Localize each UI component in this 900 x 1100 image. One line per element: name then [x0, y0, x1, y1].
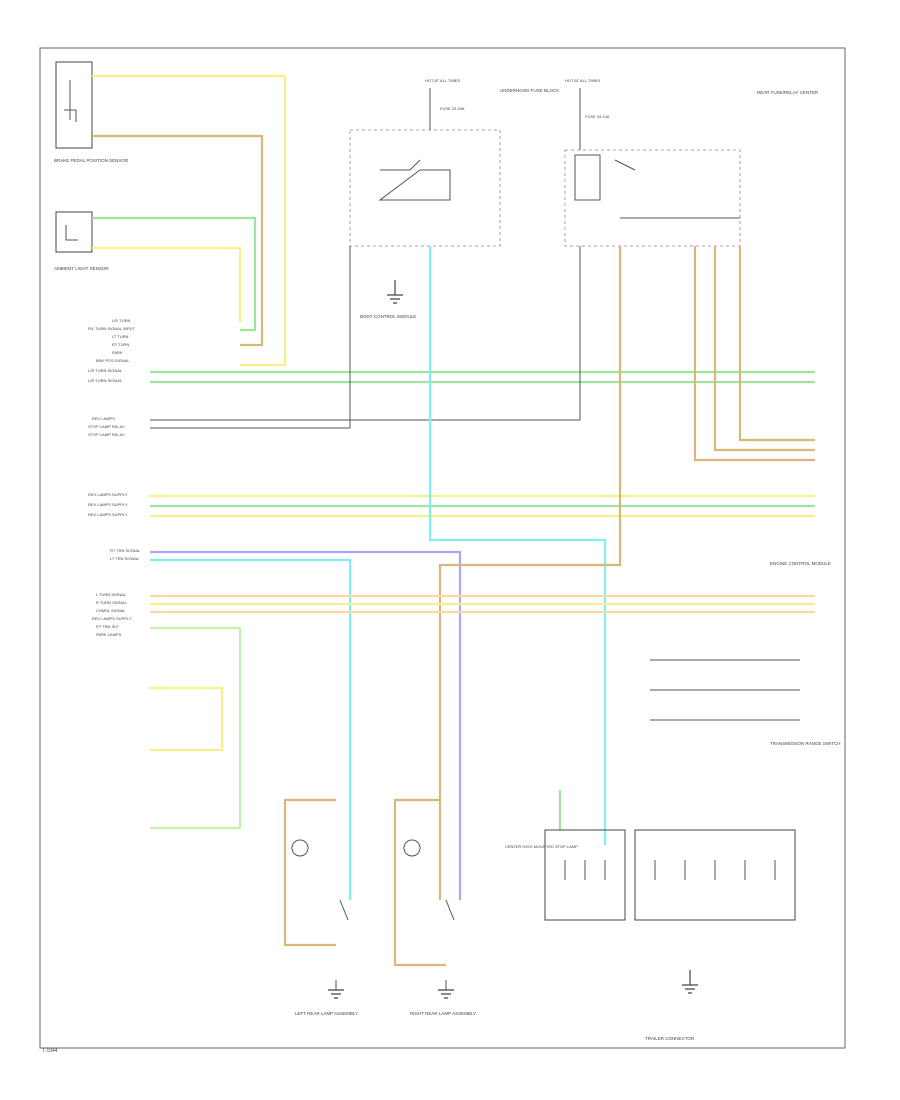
pin-label: RT TRN SIG — [96, 624, 118, 629]
pin-label: R/L TURN SIGNAL INPUT — [88, 326, 136, 331]
pin-label: CHMSL SIGNAL — [96, 608, 126, 613]
label-ecm: ENGINE CONTROL MODULE — [770, 561, 831, 566]
third-brake-lamp: CENTER HIGH MOUNTED STOP LAMP — [505, 829, 626, 921]
trailer-connector: TRAILER CONNECTOR — [634, 829, 796, 1041]
engine-control-module: ENGINE CONTROL MODULE — [770, 561, 831, 566]
pin-label: L/R TURN SIGNAL — [88, 378, 123, 383]
transmission-range-switch: TRANSMISSION RANGE SWITCH — [650, 659, 841, 746]
pin-label: L/R TURN SIGNAL — [88, 368, 123, 373]
label-transmission-switch: TRANSMISSION RANGE SWITCH — [770, 741, 841, 746]
label-ambient-light-sensor: AMBIENT LIGHT SENSOR — [54, 266, 109, 271]
underhood-fuse-block: HOT AT ALL TIMES UNDERHOOD FUSE BLOCK FU… — [349, 78, 559, 247]
pin-label: REV LAMPS — [92, 416, 115, 421]
label-rear-fuse-block: REAR FUSE/RELAY CENTER — [757, 90, 819, 95]
diagram-frame — [39, 47, 846, 1049]
brake-sensor-block: BRAKE PEDAL POSITION SENSOR — [54, 61, 129, 163]
ambient-sensor-block: AMBIENT LIGHT SENSOR — [54, 211, 109, 271]
footer-code: T-1944 — [42, 1048, 58, 1054]
pin-label: REV LAMPS SUPPLY — [88, 492, 128, 497]
wires — [92, 74, 815, 967]
rear-fuse-block: HOT AT ALL TIMES REAR FUSE/RELAY CENTER … — [564, 78, 819, 247]
pin-label: PARK — [112, 350, 123, 355]
bcm-block: BODY CONTROL MODULE — [360, 314, 416, 319]
label-left-rear-lamp: LEFT REAR LAMP ASSEMBLY — [295, 1011, 358, 1016]
pin-label: REV LAMPS SUPPLY — [92, 616, 132, 621]
label-right-rear-lamp: RIGHT REAR LAMP ASSEMBLY — [410, 1011, 476, 1016]
pin-label: LT TURN — [112, 334, 129, 339]
pin-label: PARK LAMPS — [96, 632, 122, 637]
pin-label: L/R TURN — [112, 318, 130, 323]
ground-symbols — [387, 280, 698, 994]
pin-label: R TURN SIGNAL — [96, 600, 128, 605]
pin-label: RT TURN — [112, 342, 129, 347]
left-rear-lamp: LEFT REAR LAMP ASSEMBLY — [291, 839, 358, 1016]
pin-label: RT TRN SIGNAL — [110, 548, 141, 553]
label-hot-at-all-times-left: HOT AT ALL TIMES — [425, 78, 460, 83]
pin-label: STOP LAMP RELAY — [88, 424, 125, 429]
label-trailer-connector: TRAILER CONNECTOR — [645, 1036, 695, 1041]
pin-label: REV LAMPS SUPPLY — [88, 502, 128, 507]
pin-label: L TURN SIGNAL — [96, 592, 127, 597]
label-bcm: BODY CONTROL MODULE — [360, 314, 416, 319]
label-underhood-fuse-block: UNDERHOOD FUSE BLOCK — [500, 88, 559, 93]
bcm-pin-labels: L/R TURN R/L TURN SIGNAL INPUT LT TURN R… — [88, 318, 141, 637]
pin-label: BRK POS SIGNAL — [96, 358, 130, 363]
label-hot-at-all-times-right: HOT AT ALL TIMES — [565, 78, 600, 83]
label-chmsl: CENTER HIGH MOUNTED STOP LAMP — [505, 844, 578, 849]
pin-label: LT TRN SIGNAL — [110, 556, 140, 561]
pin-label: REV LAMPS SUPPLY — [88, 512, 128, 517]
pin-label: STOP LAMP RELAY — [88, 432, 125, 437]
label-fuse-right: FUSE 34 10A — [585, 114, 610, 119]
label-brake-sensor: BRAKE PEDAL POSITION SENSOR — [54, 158, 129, 163]
label-fuse-left: FUSE 20 40A — [440, 106, 465, 111]
right-rear-lamp: RIGHT REAR LAMP ASSEMBLY — [403, 839, 476, 1016]
